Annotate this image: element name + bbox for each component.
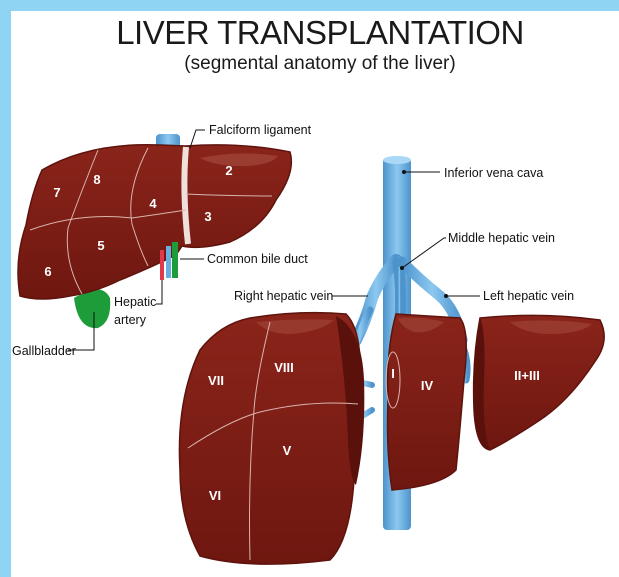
segment-2: 2 bbox=[225, 163, 232, 178]
segment-VI: VI bbox=[209, 488, 221, 503]
hepatic-artery-label-2: artery bbox=[114, 313, 147, 327]
right-hv-label: Right hepatic vein bbox=[234, 289, 333, 303]
ivc-top bbox=[383, 156, 411, 164]
segment-6: 6 bbox=[44, 264, 51, 279]
segment-VIII: VIII bbox=[274, 360, 294, 375]
segment-V: V bbox=[283, 443, 292, 458]
middle-hv-leader-dot bbox=[400, 266, 404, 270]
left-hv-leader-dot bbox=[444, 294, 448, 298]
common-bile-duct bbox=[172, 242, 178, 278]
right-lobe bbox=[179, 313, 360, 565]
ivc-leader-dot bbox=[402, 170, 406, 174]
segment-II-III: II+III bbox=[514, 368, 540, 383]
segment-8: 8 bbox=[93, 172, 100, 187]
middle-hv-label: Middle hepatic vein bbox=[448, 231, 555, 245]
common-bile-duct-label: Common bile duct bbox=[207, 252, 308, 266]
segment-5: 5 bbox=[97, 238, 104, 253]
portal-vein bbox=[166, 246, 171, 278]
artery-leader bbox=[156, 280, 162, 304]
falciform-ligament bbox=[184, 147, 188, 244]
ivc-label: Inferior vena cava bbox=[444, 166, 543, 180]
segment-I: I bbox=[391, 366, 395, 381]
hepatic-artery-label-1: Hepatic bbox=[114, 295, 156, 309]
segment-3: 3 bbox=[204, 209, 211, 224]
gallbladder-label: Gallbladder bbox=[12, 344, 76, 358]
hepatic-artery bbox=[160, 250, 164, 280]
falciform-label: Falciform ligament bbox=[209, 123, 312, 137]
segment-4: 4 bbox=[149, 196, 157, 211]
segment-VII: VII bbox=[208, 373, 224, 388]
segment-IV: IV bbox=[421, 378, 434, 393]
segment-7: 7 bbox=[53, 185, 60, 200]
left-hv-label: Left hepatic vein bbox=[483, 289, 574, 303]
middle-segment-piece bbox=[388, 314, 467, 490]
